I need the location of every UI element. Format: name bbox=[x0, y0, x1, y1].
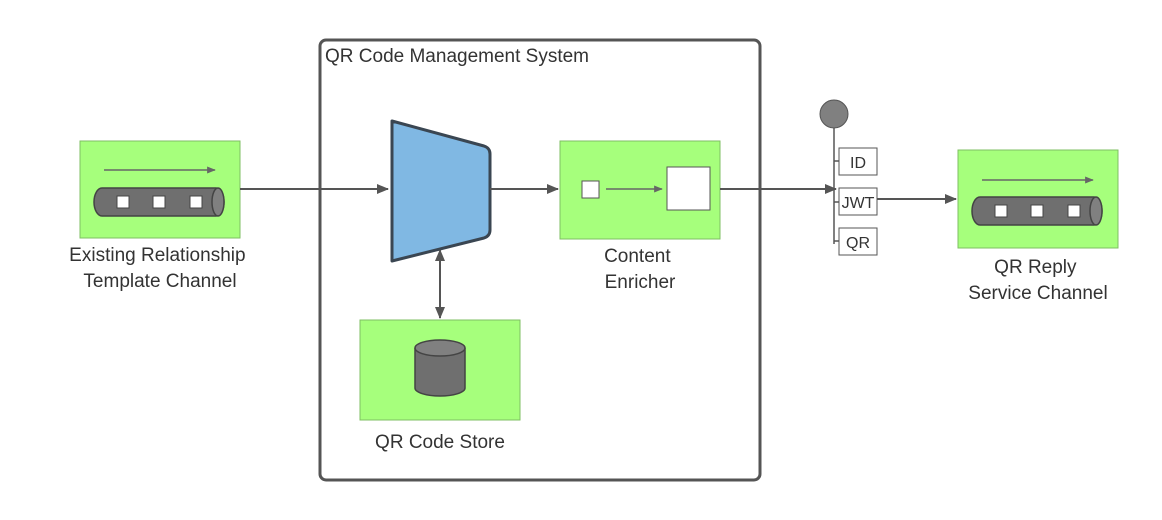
qr-code-store bbox=[359, 319, 521, 421]
reply-channel-label: QR Reply Service Channel bbox=[968, 257, 1107, 304]
svg-text:QR: QR bbox=[846, 235, 870, 252]
system-title: QR Code Management System bbox=[325, 46, 589, 67]
source-channel-label: Existing Relationship Template Channel bbox=[69, 245, 251, 292]
message-field-jwt bbox=[838, 187, 878, 216]
enricher-label: Content Enricher bbox=[604, 246, 676, 293]
source-channel bbox=[79, 140, 241, 239]
system-boundary bbox=[318, 38, 762, 482]
message-icon: ID JWT QR bbox=[819, 99, 878, 256]
translator-shape bbox=[390, 119, 492, 263]
content-enricher bbox=[559, 140, 721, 240]
database-icon bbox=[414, 339, 466, 397]
pipe-icon bbox=[93, 187, 225, 217]
pipe-icon bbox=[971, 196, 1103, 226]
svg-text:ID: ID bbox=[850, 155, 866, 172]
message-field-qr bbox=[838, 227, 878, 256]
reply-channel bbox=[957, 149, 1119, 249]
svg-text:JWT: JWT bbox=[842, 195, 875, 212]
message-field-id bbox=[838, 147, 878, 176]
store-label: QR Code Store bbox=[375, 432, 505, 453]
message-head bbox=[819, 99, 849, 129]
